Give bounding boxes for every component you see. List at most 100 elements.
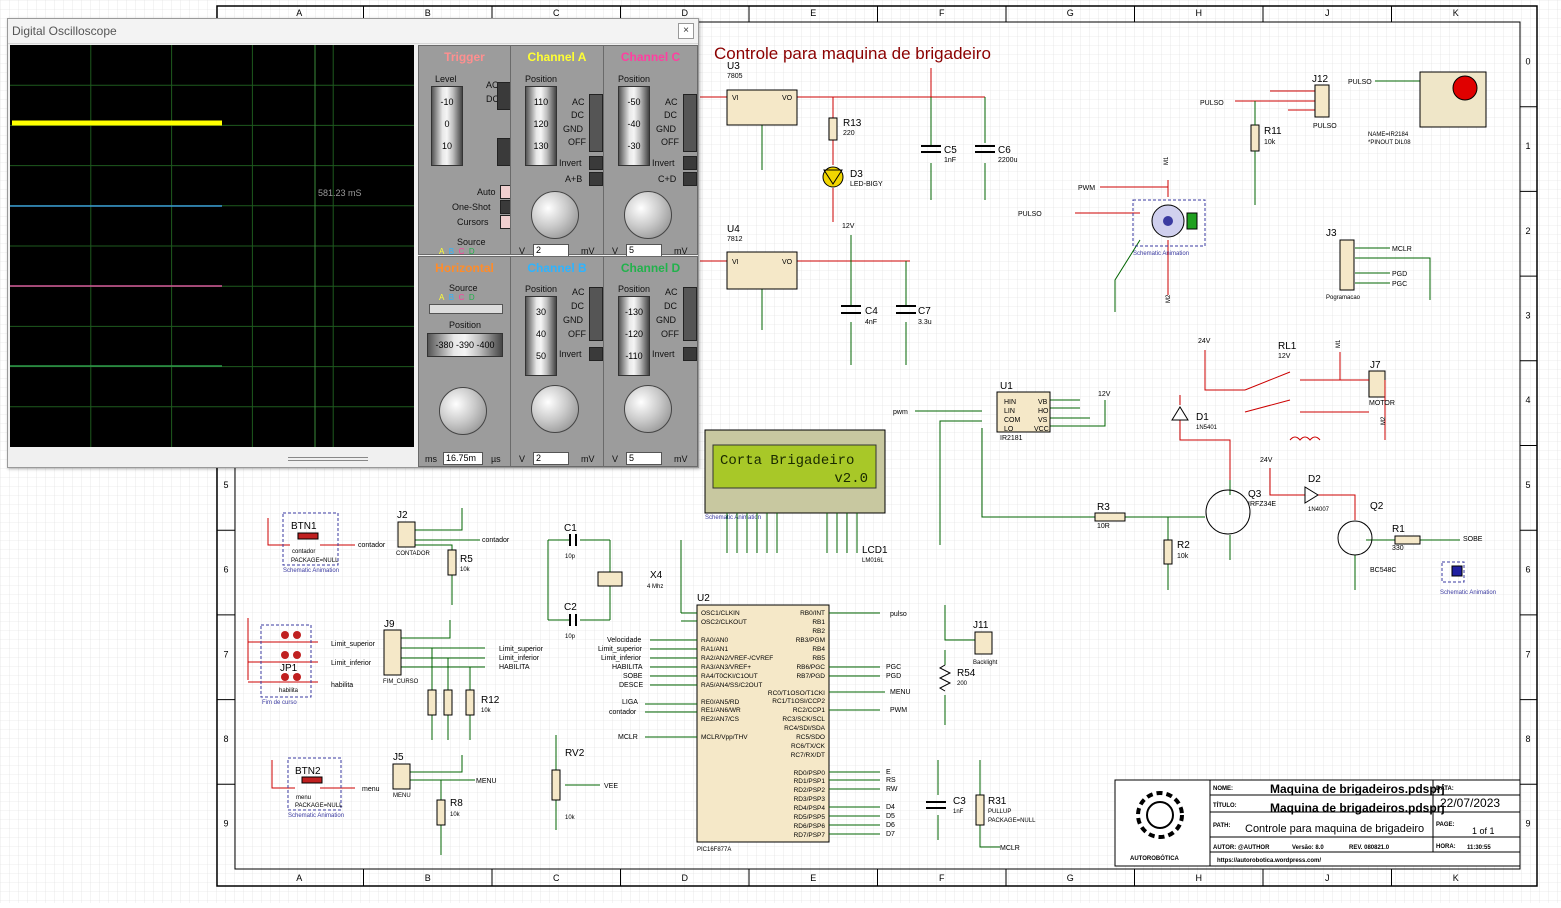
u3-regulator[interactable] [726, 89, 798, 126]
d3-led[interactable] [822, 166, 844, 188]
channel-a-dc: DC [571, 110, 584, 120]
d1-diode[interactable] [1171, 406, 1189, 421]
btn2-button[interactable] [301, 776, 323, 784]
row-label-4-right: 4 [1525, 395, 1530, 405]
oscilloscope-titlebar[interactable]: Digital Oscilloscope [8, 19, 698, 44]
j3-connector[interactable] [1339, 239, 1355, 291]
lcd-screen [712, 444, 877, 489]
u2-pic[interactable] [696, 604, 830, 843]
r12-resistor[interactable] [465, 689, 475, 716]
channel-d-off: OFF [661, 329, 679, 339]
channel-d-coupling-switch[interactable] [683, 287, 697, 341]
r2-resistor[interactable] [1163, 539, 1173, 565]
d2-diode[interactable] [1304, 486, 1319, 504]
schematic-title: Controle para maquina de brigadeiro [714, 44, 991, 63]
r-b-resistor[interactable] [443, 689, 453, 716]
u1-driver[interactable] [996, 391, 1051, 433]
pic-right-pin: RD6/PSP6 [794, 823, 826, 830]
r3-resistor[interactable] [1094, 512, 1126, 522]
j9-connector[interactable] [383, 629, 402, 676]
r54-resistor[interactable] [938, 664, 952, 692]
net-m1-a: M1 [1164, 156, 1170, 165]
rl1-val: 12V [1278, 353, 1291, 360]
channel-c-position-drum[interactable]: -50 -40 -30 [618, 86, 650, 166]
sobe-button[interactable] [1451, 565, 1463, 577]
channel-d-position-drum[interactable]: -130 -120 -110 [618, 296, 650, 376]
d2-ref: D2 [1308, 474, 1321, 485]
r11-resistor[interactable] [1250, 124, 1260, 152]
trigger-level-drum[interactable]: -10 0 10 [431, 86, 463, 166]
channel-a-position-drum[interactable]: 110 120 130 [525, 86, 557, 166]
trigger-coupling-switch[interactable] [497, 82, 511, 110]
net-pgc-b: PGC [886, 664, 901, 671]
horizontal-source-slider[interactable] [429, 304, 503, 314]
channel-c-volts-dial[interactable] [624, 191, 672, 239]
rl1-coil[interactable] [1289, 436, 1321, 441]
row-label-8-left: 8 [223, 734, 228, 744]
channel-b-volts-dial[interactable] [531, 385, 579, 433]
channel-d-volts-value[interactable]: 5 [626, 452, 662, 465]
trigger-edge-switch[interactable] [497, 138, 511, 166]
channel-b-volts-value[interactable]: 2 [533, 452, 569, 465]
channel-a-invert-button[interactable] [589, 156, 603, 170]
r5-resistor[interactable] [447, 549, 457, 576]
btn2-box [287, 757, 342, 811]
resize-grip[interactable] [288, 457, 368, 461]
channel-c-dc: DC [664, 110, 677, 120]
horizontal-position-label: Position [449, 320, 482, 330]
channel-a-coupling-switch[interactable] [589, 94, 603, 152]
r8-resistor[interactable] [436, 799, 446, 826]
r31-resistor[interactable] [975, 794, 985, 826]
net-pulso-a: PULSO [1200, 100, 1224, 107]
r8-val: 10k [450, 812, 461, 818]
btn1-button[interactable] [297, 532, 319, 540]
u4-regulator[interactable] [726, 251, 798, 290]
j9-val: FIM_CURSO [383, 679, 419, 685]
j12-connector[interactable] [1314, 84, 1330, 118]
sobe-anim-label: Schematic Animation [1440, 590, 1496, 596]
j7-connector[interactable] [1368, 370, 1386, 398]
d3-ref: D3 [850, 169, 863, 180]
j11-connector[interactable] [974, 631, 993, 655]
horizontal-time-value[interactable]: 16.75m [443, 452, 483, 465]
pic-left-pin: RA3/AN3/VREF+ [701, 664, 751, 671]
motor-animation-box [1132, 199, 1206, 247]
net-24v-a: 24V [1198, 338, 1211, 345]
horizontal-position-drum[interactable]: -380 -390 -400 [427, 333, 503, 357]
channel-a-volts-dial[interactable] [531, 191, 579, 239]
j2-connector[interactable] [397, 521, 416, 548]
r13-resistor[interactable] [828, 117, 838, 141]
r1-resistor[interactable] [1394, 535, 1421, 545]
rv2-potentiometer[interactable] [551, 769, 561, 801]
row-label-6-left: 6 [223, 565, 228, 575]
ir-name: NAME=IR2184 [1368, 132, 1409, 138]
channel-b-coupling-switch[interactable] [589, 287, 603, 341]
col-label-J-top: J [1325, 8, 1330, 18]
r-a-resistor[interactable] [427, 689, 437, 716]
j3-ref: J3 [1326, 228, 1337, 239]
channel-d-volts-dial[interactable] [624, 385, 672, 433]
tb-path-label: PATH: [1213, 823, 1230, 829]
close-icon[interactable]: × [678, 23, 694, 39]
channel-c-cpd-button[interactable] [683, 172, 697, 186]
q3-mosfet[interactable] [1205, 489, 1251, 535]
ir-sensor[interactable] [1419, 71, 1487, 128]
channel-b-position-drum[interactable]: 30 40 50 [525, 296, 557, 376]
channel-c-invert-button[interactable] [683, 156, 697, 170]
j2-val: CONTADOR [396, 551, 431, 557]
x4-crystal[interactable] [597, 571, 623, 587]
channel-b-invert-button[interactable] [589, 347, 603, 361]
channel-d-invert-button[interactable] [683, 347, 697, 361]
oscilloscope-screen[interactable]: 581.23 mS [10, 45, 414, 447]
horizontal-title: Horizontal [435, 261, 494, 275]
oscilloscope-window[interactable]: Digital Oscilloscope × 581.23 mS Trigger… [7, 18, 699, 468]
channel-c-coupling-switch[interactable] [683, 94, 697, 152]
j5-connector[interactable] [392, 763, 411, 790]
channel-a-apb-button[interactable] [589, 172, 603, 186]
col-label-B-top: B [425, 8, 431, 18]
horizontal-time-dial[interactable] [439, 387, 487, 435]
net-desce: DESCE [619, 682, 643, 689]
channel-d-panel: Channel D Position -130 -120 -110 AC DC … [603, 256, 698, 467]
q2-transistor[interactable] [1337, 520, 1373, 556]
tb-data-label: DATA: [1436, 786, 1454, 792]
